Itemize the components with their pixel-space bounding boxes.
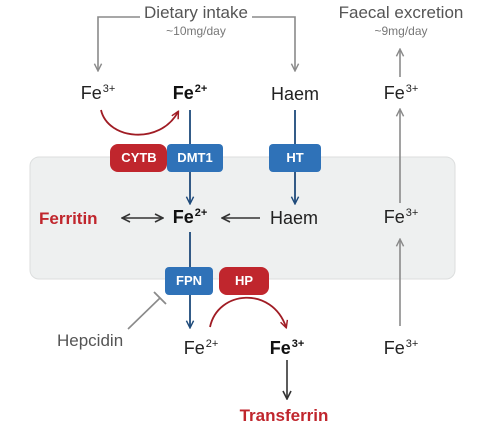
fe3-exported: Fe3+ <box>269 338 305 358</box>
haem-cell: Haem <box>269 208 319 228</box>
ht-box <box>269 144 321 172</box>
intake-arrow-right <box>252 16 295 70</box>
intake-arrow-left <box>98 16 140 70</box>
hepcidin-inhibition-bar <box>153 291 167 305</box>
dietary-intake-title: Dietary intake <box>144 3 248 22</box>
ferritin-label: Ferritin <box>39 209 98 228</box>
fe3-excretion-middle: Fe3+ <box>383 207 419 227</box>
fpn-box <box>165 267 213 295</box>
hp-box <box>219 267 269 295</box>
reduction-arc-top <box>100 109 178 136</box>
haem-dietary: Haem <box>270 84 320 104</box>
fe2-dietary: Fe2+ <box>172 83 208 103</box>
hp-label: HP <box>234 273 254 288</box>
fe3-excretion-top: Fe3+ <box>383 83 419 103</box>
dmt1-box <box>167 144 223 172</box>
dietary-intake-amount: ~10mg/day <box>166 24 226 38</box>
fe2-exported: Fe2+ <box>183 338 219 358</box>
oxidation-arc-bottom <box>209 296 286 327</box>
ht-label: HT <box>286 150 304 165</box>
fe3-dietary: Fe3+ <box>80 83 116 103</box>
dmt1-label: DMT1 <box>177 150 213 165</box>
fe3-excretion-bottom: Fe3+ <box>383 338 419 358</box>
hepcidin-label: Hepcidin <box>57 331 124 350</box>
hepcidin-inhibition <box>127 297 161 330</box>
faecal-excretion-title: Faecal excretion <box>338 3 464 22</box>
cytb-label: CYTB <box>121 150 157 165</box>
fpn-label: FPN <box>176 273 202 288</box>
fe2-cell: Fe2+ <box>172 207 208 227</box>
faecal-excretion-amount: ~9mg/day <box>374 24 428 38</box>
transferrin-label: Transferrin <box>239 406 329 425</box>
cytb-box <box>110 144 167 172</box>
